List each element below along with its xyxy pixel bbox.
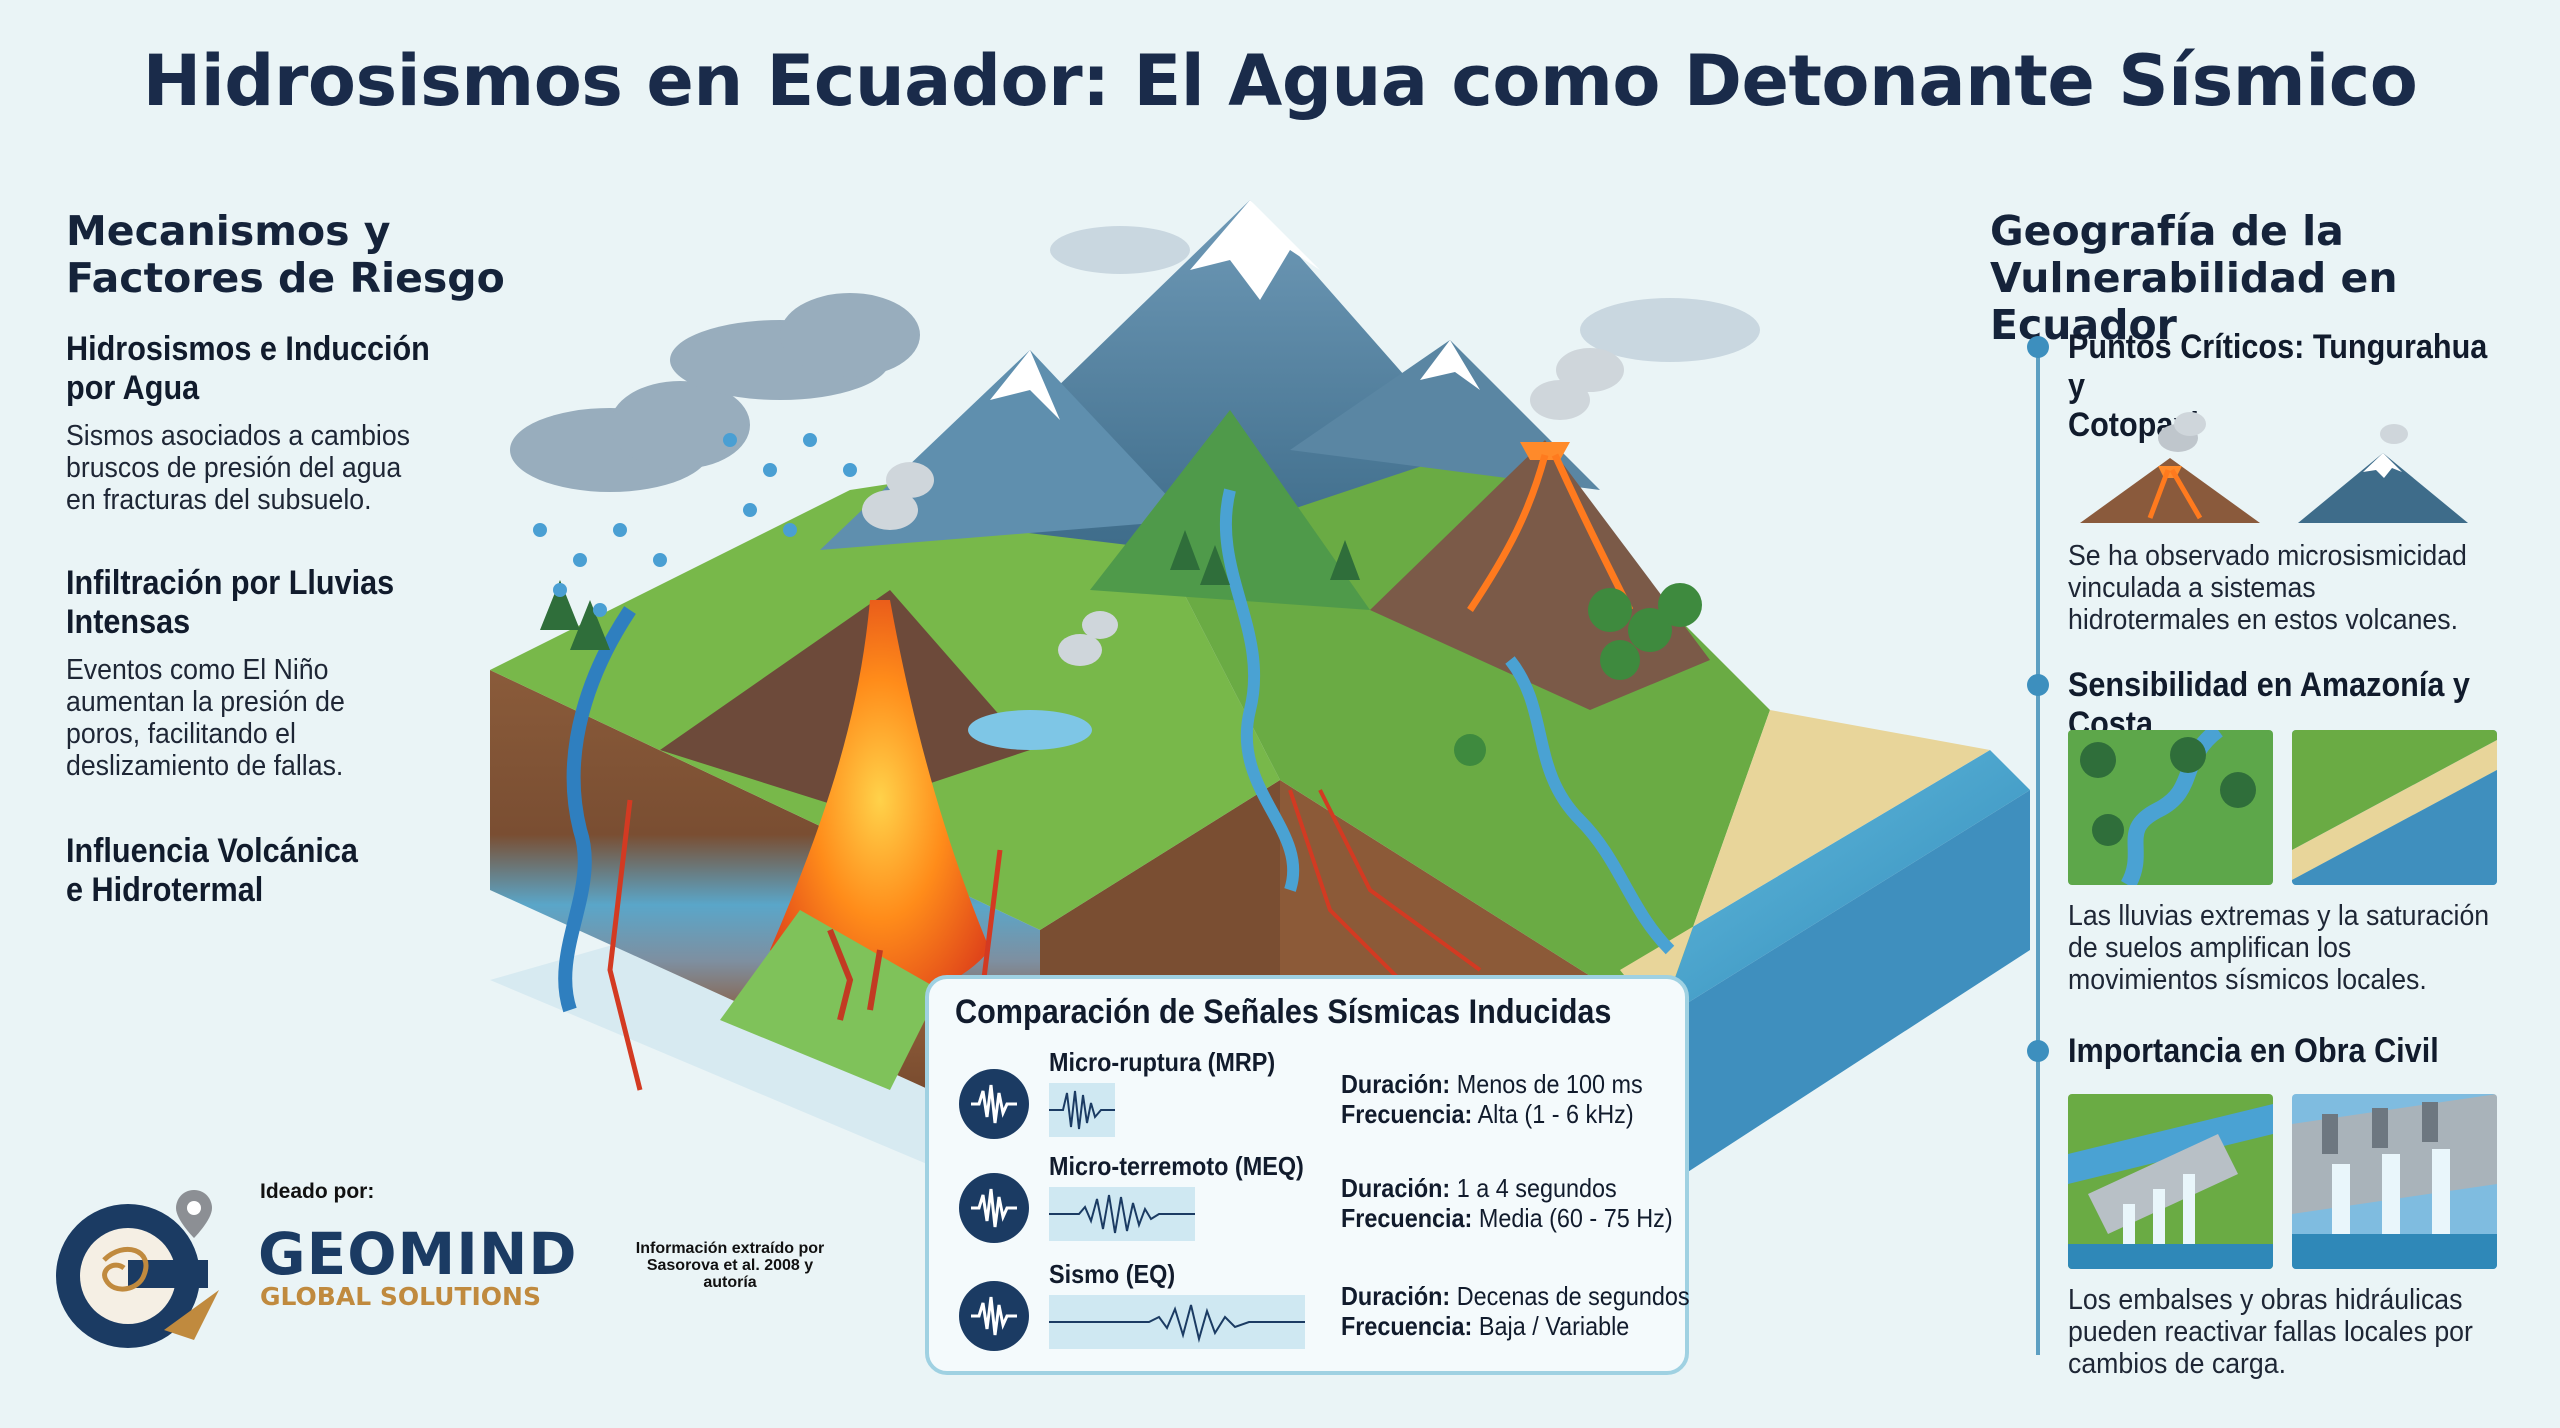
left-item-text-line: poros, facilitando el: [66, 718, 296, 750]
location-pin-icon: [176, 1190, 212, 1238]
right-item-text-line: pueden reactivar fallas locales por: [2068, 1316, 2473, 1348]
right-item-text-line: hidrotermales en estos volcanes.: [2068, 604, 2459, 636]
amazonia-thumbnail: [2068, 730, 2273, 885]
right-item-text-line: Las lluvias extremas y la saturación: [2068, 900, 2490, 932]
left-item-text-line: aumentan la presión de: [66, 686, 345, 718]
dam-thumbnail-1: [2068, 1094, 2273, 1269]
duration-label: Duración:: [1341, 1069, 1451, 1099]
frequency-label: Frecuencia:: [1341, 1311, 1473, 1341]
left-item-text-line: bruscos de presión del agua: [66, 452, 402, 484]
left-item-title-line: Intensas: [66, 603, 191, 641]
signal-waveform: [1049, 1083, 1115, 1137]
left-item-text-line: Sismos asociados a cambios: [66, 420, 411, 452]
timeline-dot-icon: [2027, 674, 2049, 696]
signals-title: Comparación de Señales Sísmicas Inducida…: [955, 993, 1612, 1031]
duration-value: Decenas de segundos: [1456, 1281, 1690, 1311]
source-line: autoría: [703, 1274, 757, 1291]
right-item-text-line: movimientos sísmicos locales.: [2068, 964, 2427, 996]
costa-thumbnail: [2292, 730, 2497, 885]
signal-meta: Duración: 1 a 4 segundos Frecuencia: Med…: [1341, 1173, 1673, 1233]
left-item-text-line: en fracturas del subsuelo.: [66, 484, 372, 516]
signal-row-mrp: Micro-ruptura (MRP) Duración: Menos de 1…: [949, 1047, 1679, 1143]
right-item-title-line: Puntos Críticos: Tungurahua y: [2068, 328, 2488, 405]
ideado-por-label: Ideado por:: [260, 1180, 375, 1203]
right-heading-line1: Geografía de la: [1990, 207, 2344, 255]
signal-name: Micro-ruptura (MRP): [1049, 1047, 1276, 1077]
left-item-title: Infiltración por Lluvias Intensas: [66, 564, 444, 642]
left-item-infiltracion: Infiltración por Lluvias Intensas Evento…: [66, 564, 486, 782]
source-line: Información extraído por: [635, 1240, 825, 1257]
right-item-text-line: de suelos amplifican los: [2068, 932, 2352, 964]
source-note: Información extraído por Sasorova et al.…: [600, 1240, 860, 1291]
signal-meta: Duración: Menos de 100 ms Frecuencia: Al…: [1341, 1069, 1643, 1129]
seismogram-icon: [959, 1069, 1029, 1139]
right-item-text-line: vinculada a sistemas: [2068, 572, 2316, 604]
left-item-text: Eventos como El Niño aumentan la presión…: [66, 654, 452, 782]
right-item-title: Importancia en Obra Civil: [2068, 1032, 2439, 1070]
left-heading-line1: Mecanismos y: [66, 207, 391, 255]
signal-waveform: [1049, 1295, 1305, 1349]
duration-value: 1 a 4 segundos: [1456, 1173, 1617, 1203]
duration-label: Duración:: [1341, 1281, 1451, 1311]
geomind-logo: [56, 1190, 219, 1348]
page-title: Hidrosismos en Ecuador: El Agua como Det…: [142, 40, 2418, 122]
signal-meta: Duración: Decenas de segundos Frecuencia…: [1341, 1281, 1690, 1341]
left-item-title-line: e Hidrotermal: [66, 871, 264, 909]
left-item-title: Influencia Volcánica e Hidrotermal: [66, 832, 444, 910]
frequency-label: Frecuencia:: [1341, 1203, 1473, 1233]
frequency-value: Media (60 - 75 Hz): [1478, 1203, 1673, 1233]
left-item-title-line: Hidrosismos e Inducción: [66, 330, 430, 368]
frequency-value: Alta (1 - 6 kHz): [1477, 1099, 1634, 1129]
signal-row-meq: Micro-terremoto (MEQ) Duración: 1 a 4 se…: [949, 1151, 1679, 1247]
signal-name: Sismo (EQ): [1049, 1259, 1176, 1289]
left-item-hidrosismos: Hidrosismos e Inducción por Agua Sismos …: [66, 330, 486, 516]
right-item-text: Las lluvias extremas y la saturación de …: [2068, 900, 2489, 996]
timeline-line: [2036, 345, 2040, 1355]
signal-name: Micro-terremoto (MEQ): [1049, 1151, 1304, 1181]
right-item-text-line: Se ha observado microsismicidad: [2068, 540, 2467, 572]
signals-comparison-panel: Comparación de Señales Sísmicas Inducida…: [925, 975, 1690, 1375]
brand-subtitle: GLOBAL SOLUTIONS: [260, 1282, 541, 1311]
duration-label: Duración:: [1341, 1173, 1451, 1203]
brand-name: GEOMIND: [258, 1220, 578, 1288]
duration-value: Menos de 100 ms: [1456, 1069, 1643, 1099]
right-item-text-line: cambios de carga.: [2068, 1348, 2287, 1380]
left-item-volcanica: Influencia Volcánica e Hidrotermal: [66, 832, 486, 910]
seismogram-icon: [959, 1173, 1029, 1243]
left-heading: Mecanismos y Factores de Riesgo: [66, 208, 505, 302]
timeline-dot-icon: [2027, 336, 2049, 358]
frequency-value: Baja / Variable: [1478, 1311, 1630, 1341]
cotopaxi-volcano-thumbnail: [2298, 424, 2468, 523]
right-item-text: Se ha observado microsismicidad vinculad…: [2068, 540, 2467, 636]
left-item-text-line: Eventos como El Niño: [66, 654, 329, 686]
right-heading: Geografía de la Vulnerabilidad en Ecuado…: [1990, 208, 2560, 349]
left-item-title-line: Infiltración por Lluvias: [66, 564, 395, 602]
left-heading-line2: Factores de Riesgo: [66, 254, 505, 302]
left-item-text: Sismos asociados a cambios bruscos de pr…: [66, 420, 452, 516]
right-heading-line2: Vulnerabilidad en Ecuador: [1990, 254, 2398, 349]
timeline-dot-icon: [2027, 1040, 2049, 1062]
left-item-title: Hidrosismos e Inducción por Agua: [66, 330, 444, 408]
right-item-text-line: Los embalses y obras hidráulicas: [2068, 1284, 2463, 1316]
seismogram-icon: [959, 1281, 1029, 1351]
right-item-text: Los embalses y obras hidráulicas pueden …: [2068, 1284, 2473, 1380]
left-item-text-line: deslizamiento de fallas.: [66, 750, 344, 782]
source-line: Sasorova et al. 2008 y: [646, 1257, 814, 1274]
left-item-title-line: Influencia Volcánica: [66, 832, 358, 870]
tungurahua-volcano-thumbnail: [2080, 412, 2260, 523]
frequency-label: Frecuencia:: [1341, 1099, 1473, 1129]
left-item-title-line: por Agua: [66, 369, 200, 407]
signal-row-eq: Sismo (EQ) Duración: Decenas de segundos…: [949, 1259, 1690, 1355]
signal-waveform: [1049, 1187, 1195, 1241]
dam-thumbnail-2: [2292, 1094, 2497, 1269]
